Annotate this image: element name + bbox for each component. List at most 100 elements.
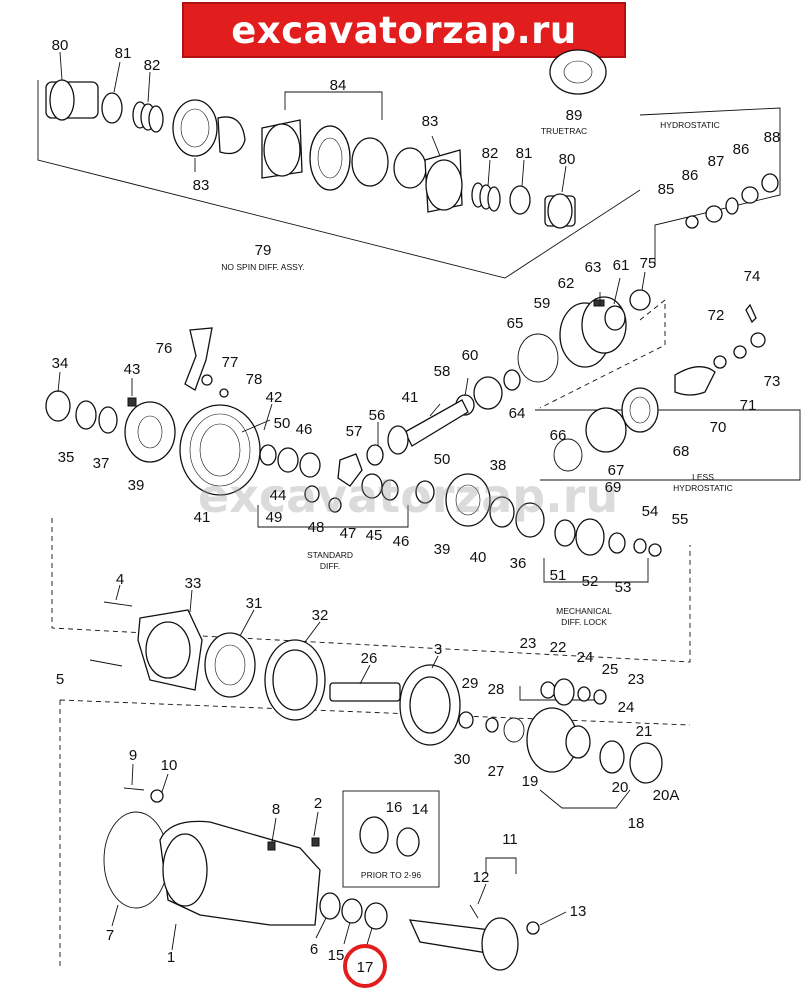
callout: 59	[534, 295, 551, 312]
callout: 86	[682, 167, 699, 184]
no-spin-outline	[37, 80, 641, 279]
callout: 21	[636, 723, 653, 740]
callout: 46	[296, 421, 313, 438]
bracket-11	[485, 857, 517, 874]
callout: 61	[613, 257, 630, 274]
caption-standard-1: STANDARD	[307, 550, 353, 560]
callout: 79	[255, 242, 272, 259]
callout: 72	[708, 307, 725, 324]
callout: 71	[740, 397, 757, 414]
callout: 10	[161, 757, 178, 774]
caption-mech-2: DIFF. LOCK	[561, 617, 607, 627]
callout: 22	[550, 639, 567, 656]
mech-lock-bracket	[543, 558, 649, 583]
callout: 7	[106, 927, 114, 944]
callout: 64	[509, 405, 526, 422]
callout: 70	[710, 419, 727, 436]
bracket-24	[519, 686, 606, 701]
no-spin-parts	[45, 49, 607, 229]
callout: 85	[658, 181, 675, 198]
group-outlines	[37, 80, 801, 968]
hydrostatic-parts	[685, 173, 779, 229]
callout: 66	[550, 427, 567, 444]
upper-dash-right	[539, 299, 666, 409]
callout: 31	[246, 595, 263, 612]
part-70-fork	[674, 366, 716, 396]
highlight-ring-17	[343, 944, 387, 988]
callout: 24	[618, 699, 635, 716]
caption-less-hydro-1: LESS	[692, 472, 714, 482]
callout: 77	[222, 354, 239, 371]
callout: 19	[522, 773, 539, 790]
callout: 40	[470, 549, 487, 566]
callout: 24	[577, 649, 594, 666]
callout: 81	[115, 45, 132, 62]
callout: 27	[488, 763, 505, 780]
callout: 68	[673, 443, 690, 460]
caption-less-hydro-2: HYDROSTATIC	[673, 483, 733, 493]
callout: 20A	[653, 787, 680, 804]
callout: 57	[346, 423, 363, 440]
part-7-gasket	[103, 811, 169, 909]
callout: 83	[422, 113, 439, 130]
caption-hydrostatic: HYDROSTATIC	[660, 120, 720, 130]
part-31-brake	[204, 632, 256, 698]
callout: 9	[129, 747, 137, 764]
callout: 83	[193, 177, 210, 194]
watermark-banner-text: excavatorzap.ru	[231, 8, 577, 52]
callout: 43	[124, 361, 141, 378]
prior-box	[342, 790, 440, 888]
callout: 5	[56, 671, 64, 688]
leader-lines	[57, 51, 646, 951]
standard-diff-bracket	[257, 505, 409, 528]
callout: 63	[585, 259, 602, 276]
callout: 53	[615, 579, 632, 596]
caption-prior: PRIOR TO 2-96	[361, 870, 421, 880]
callout: 1	[167, 949, 175, 966]
middle-parts	[89, 601, 663, 784]
callout: 47	[340, 525, 357, 542]
bracket-18	[539, 789, 631, 809]
part-47-cross	[337, 453, 363, 487]
callout: 38	[490, 457, 507, 474]
callout-numbers: 80 81 82 84 83 89 83 82 81 80 79 88 87 8…	[52, 37, 781, 976]
hydrostatic-outline	[639, 107, 781, 265]
part-68	[621, 387, 659, 433]
callout: 8	[272, 801, 280, 818]
callout: 50	[274, 415, 291, 432]
callout: 23	[520, 635, 537, 652]
lower-parts	[103, 787, 540, 971]
bracket-84	[284, 91, 383, 120]
callout: 69	[605, 479, 622, 496]
callout: 49	[266, 509, 283, 526]
part-66-ring	[553, 438, 583, 472]
callout: 50	[434, 451, 451, 468]
callout: 87	[708, 153, 725, 170]
callout: 65	[507, 315, 524, 332]
part-26-shaft	[329, 682, 401, 702]
callout: 48	[308, 519, 325, 536]
part-39-carrier-right	[445, 473, 491, 527]
part-41-pinion	[404, 399, 469, 447]
callout: 86	[733, 141, 750, 158]
part-83-cam	[172, 99, 218, 157]
caption-no-spin: NO SPIN DIFF. ASSY.	[221, 262, 304, 272]
callout: 35	[58, 449, 75, 466]
callout: 80	[559, 151, 576, 168]
upper-middle-parts	[387, 289, 766, 472]
part-41-ringgear	[179, 404, 261, 496]
watermark-banner: excavatorzap.ru	[182, 2, 626, 58]
callout: 73	[764, 373, 781, 390]
callout: 60	[462, 347, 479, 364]
callout: 28	[488, 681, 505, 698]
callout: 82	[482, 145, 499, 162]
callout: 74	[744, 268, 761, 285]
part-39-carrier	[124, 401, 176, 463]
callout: 41	[402, 389, 419, 406]
callout: 45	[366, 527, 383, 544]
callout: 62	[558, 275, 575, 292]
callout: 36	[510, 555, 527, 572]
captions: NO SPIN DIFF. ASSY. TRUETRAC HYDROSTATIC…	[221, 120, 733, 880]
callout: 52	[582, 573, 599, 590]
callout: 11	[502, 831, 518, 848]
